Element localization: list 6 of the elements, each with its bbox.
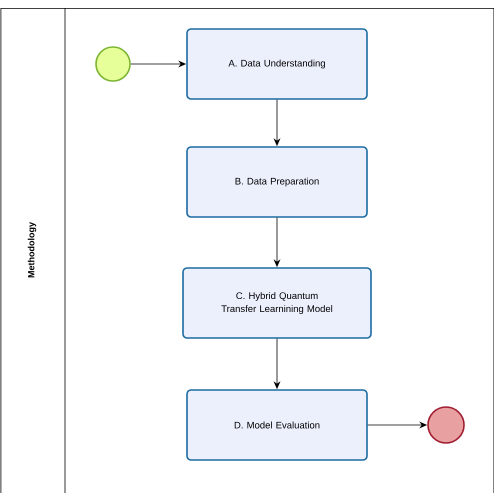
process-box: C. Hybrid Quantum Transfer Learnining Model xyxy=(182,267,372,339)
process-box: D. Model Evaluation xyxy=(186,389,368,461)
process-box: A. Data Understanding xyxy=(186,28,368,100)
event-circle xyxy=(95,46,131,82)
event-circle xyxy=(427,406,465,444)
process-box: B. Data Preparation xyxy=(186,146,368,218)
